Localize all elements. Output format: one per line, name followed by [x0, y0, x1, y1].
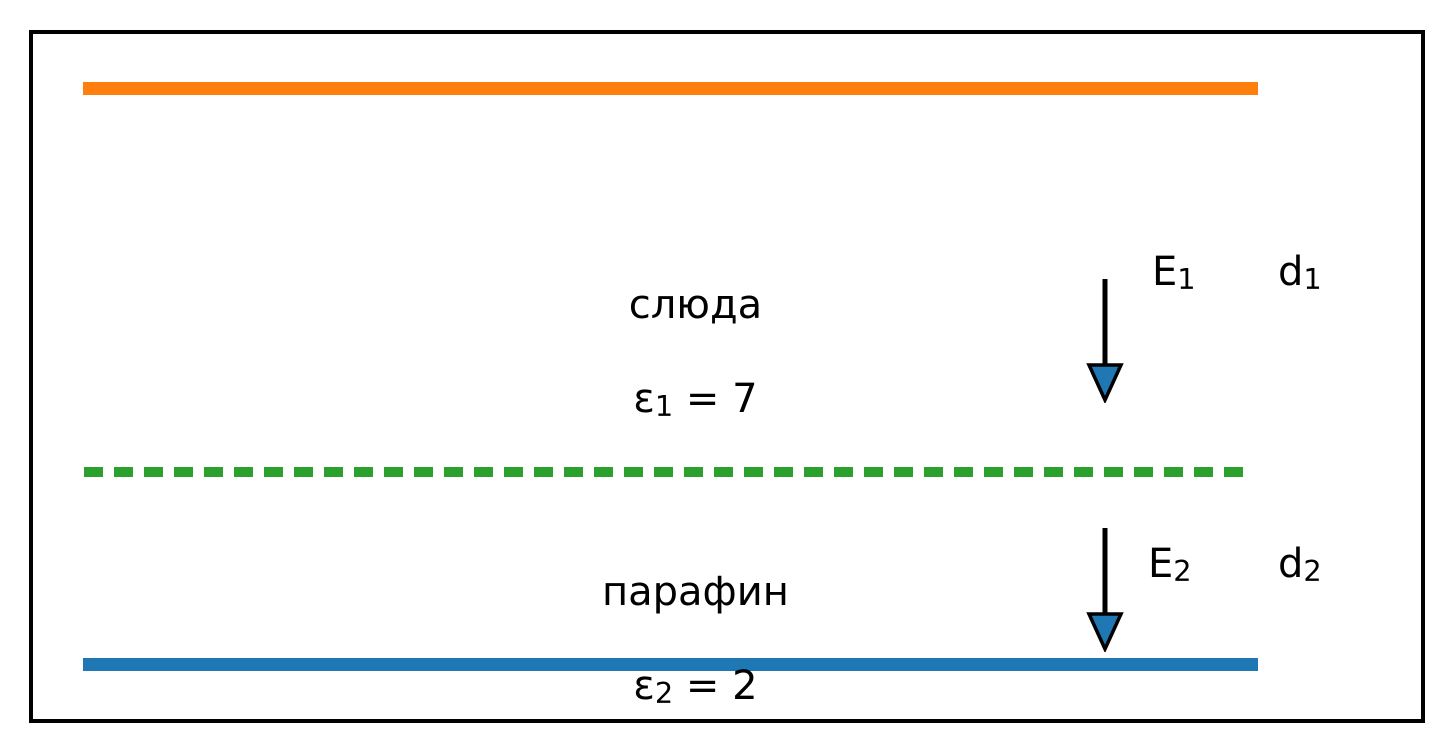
paraffin-epsilon: ε2 = 2 — [633, 663, 758, 711]
thickness-d2-label: d2 — [1278, 541, 1322, 589]
dielectric-interface-dashed-line — [84, 467, 1254, 477]
field-e1-label: E1 — [1152, 249, 1196, 297]
paraffin-layer-label: парафин ε2 = 2 — [470, 522, 870, 753]
mica-name: слюда — [628, 282, 763, 328]
diagram-border — [29, 30, 1425, 723]
bottom-capacitor-plate — [83, 658, 1258, 671]
mica-layer-label: слюда ε1 = 7 — [470, 235, 870, 477]
mica-epsilon: ε1 = 7 — [633, 376, 758, 424]
thickness-d1-label: d1 — [1278, 249, 1322, 297]
field-e1-arrow-down-icon — [1085, 277, 1125, 403]
field-e2-label: E2 — [1148, 541, 1192, 589]
field-e2-arrow-down-icon — [1085, 526, 1125, 652]
paraffin-name: парафин — [601, 569, 789, 615]
top-capacitor-plate — [83, 82, 1258, 95]
